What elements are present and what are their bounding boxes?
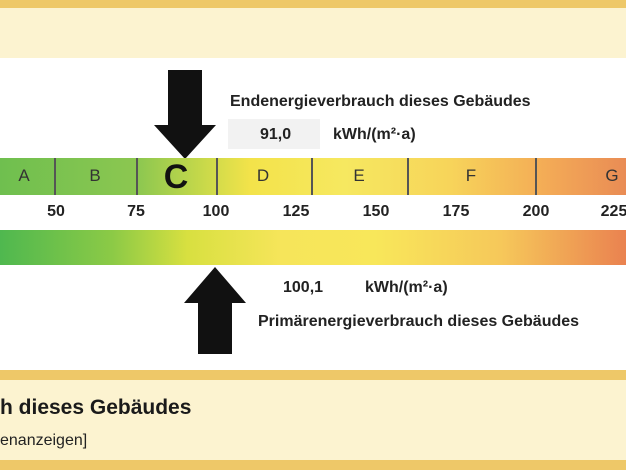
- tick-175: 175: [442, 203, 470, 220]
- tick-225: 225: [600, 203, 626, 220]
- section-border: [0, 370, 626, 380]
- primary-energy-label: Primärenergieverbrauch dieses Gebäudes: [258, 313, 580, 330]
- tick-75: 75: [127, 203, 145, 220]
- tick-125: 125: [282, 203, 310, 220]
- tick-50: 50: [47, 203, 65, 220]
- class-d: D: [256, 166, 270, 185]
- section-heading: h dieses Gebäudes: [0, 396, 192, 419]
- section-panel: [0, 380, 626, 460]
- tick-200: 200: [522, 203, 550, 220]
- tick-150: 150: [362, 203, 390, 220]
- class-b: B: [89, 166, 101, 185]
- header-panel: [0, 8, 626, 58]
- end-energy-label: Endenergieverbrauch dieses Gebäudes: [230, 93, 531, 110]
- primary-energy-value: 100,1: [283, 279, 324, 296]
- class-c-current: C: [163, 158, 189, 196]
- bottom-border: [0, 460, 626, 470]
- class-g: G: [605, 166, 619, 185]
- end-energy-value-box: [228, 119, 320, 149]
- class-a: A: [18, 166, 30, 185]
- section-note: enanzeigen]: [0, 432, 88, 449]
- efficiency-scale: A B C D E F G: [0, 158, 626, 196]
- up-arrow-icon: [184, 267, 246, 354]
- down-arrow-icon: [154, 70, 216, 159]
- class-e: E: [353, 166, 365, 185]
- tick-100: 100: [202, 203, 230, 220]
- primary-energy-unit: kWh/(m²·a): [365, 279, 448, 296]
- top-border: [0, 0, 626, 8]
- end-energy-value: 91,0: [260, 126, 292, 143]
- class-f: F: [465, 166, 477, 185]
- primary-scale-bar: [0, 230, 626, 265]
- end-energy-unit: kWh/(m²·a): [333, 126, 416, 143]
